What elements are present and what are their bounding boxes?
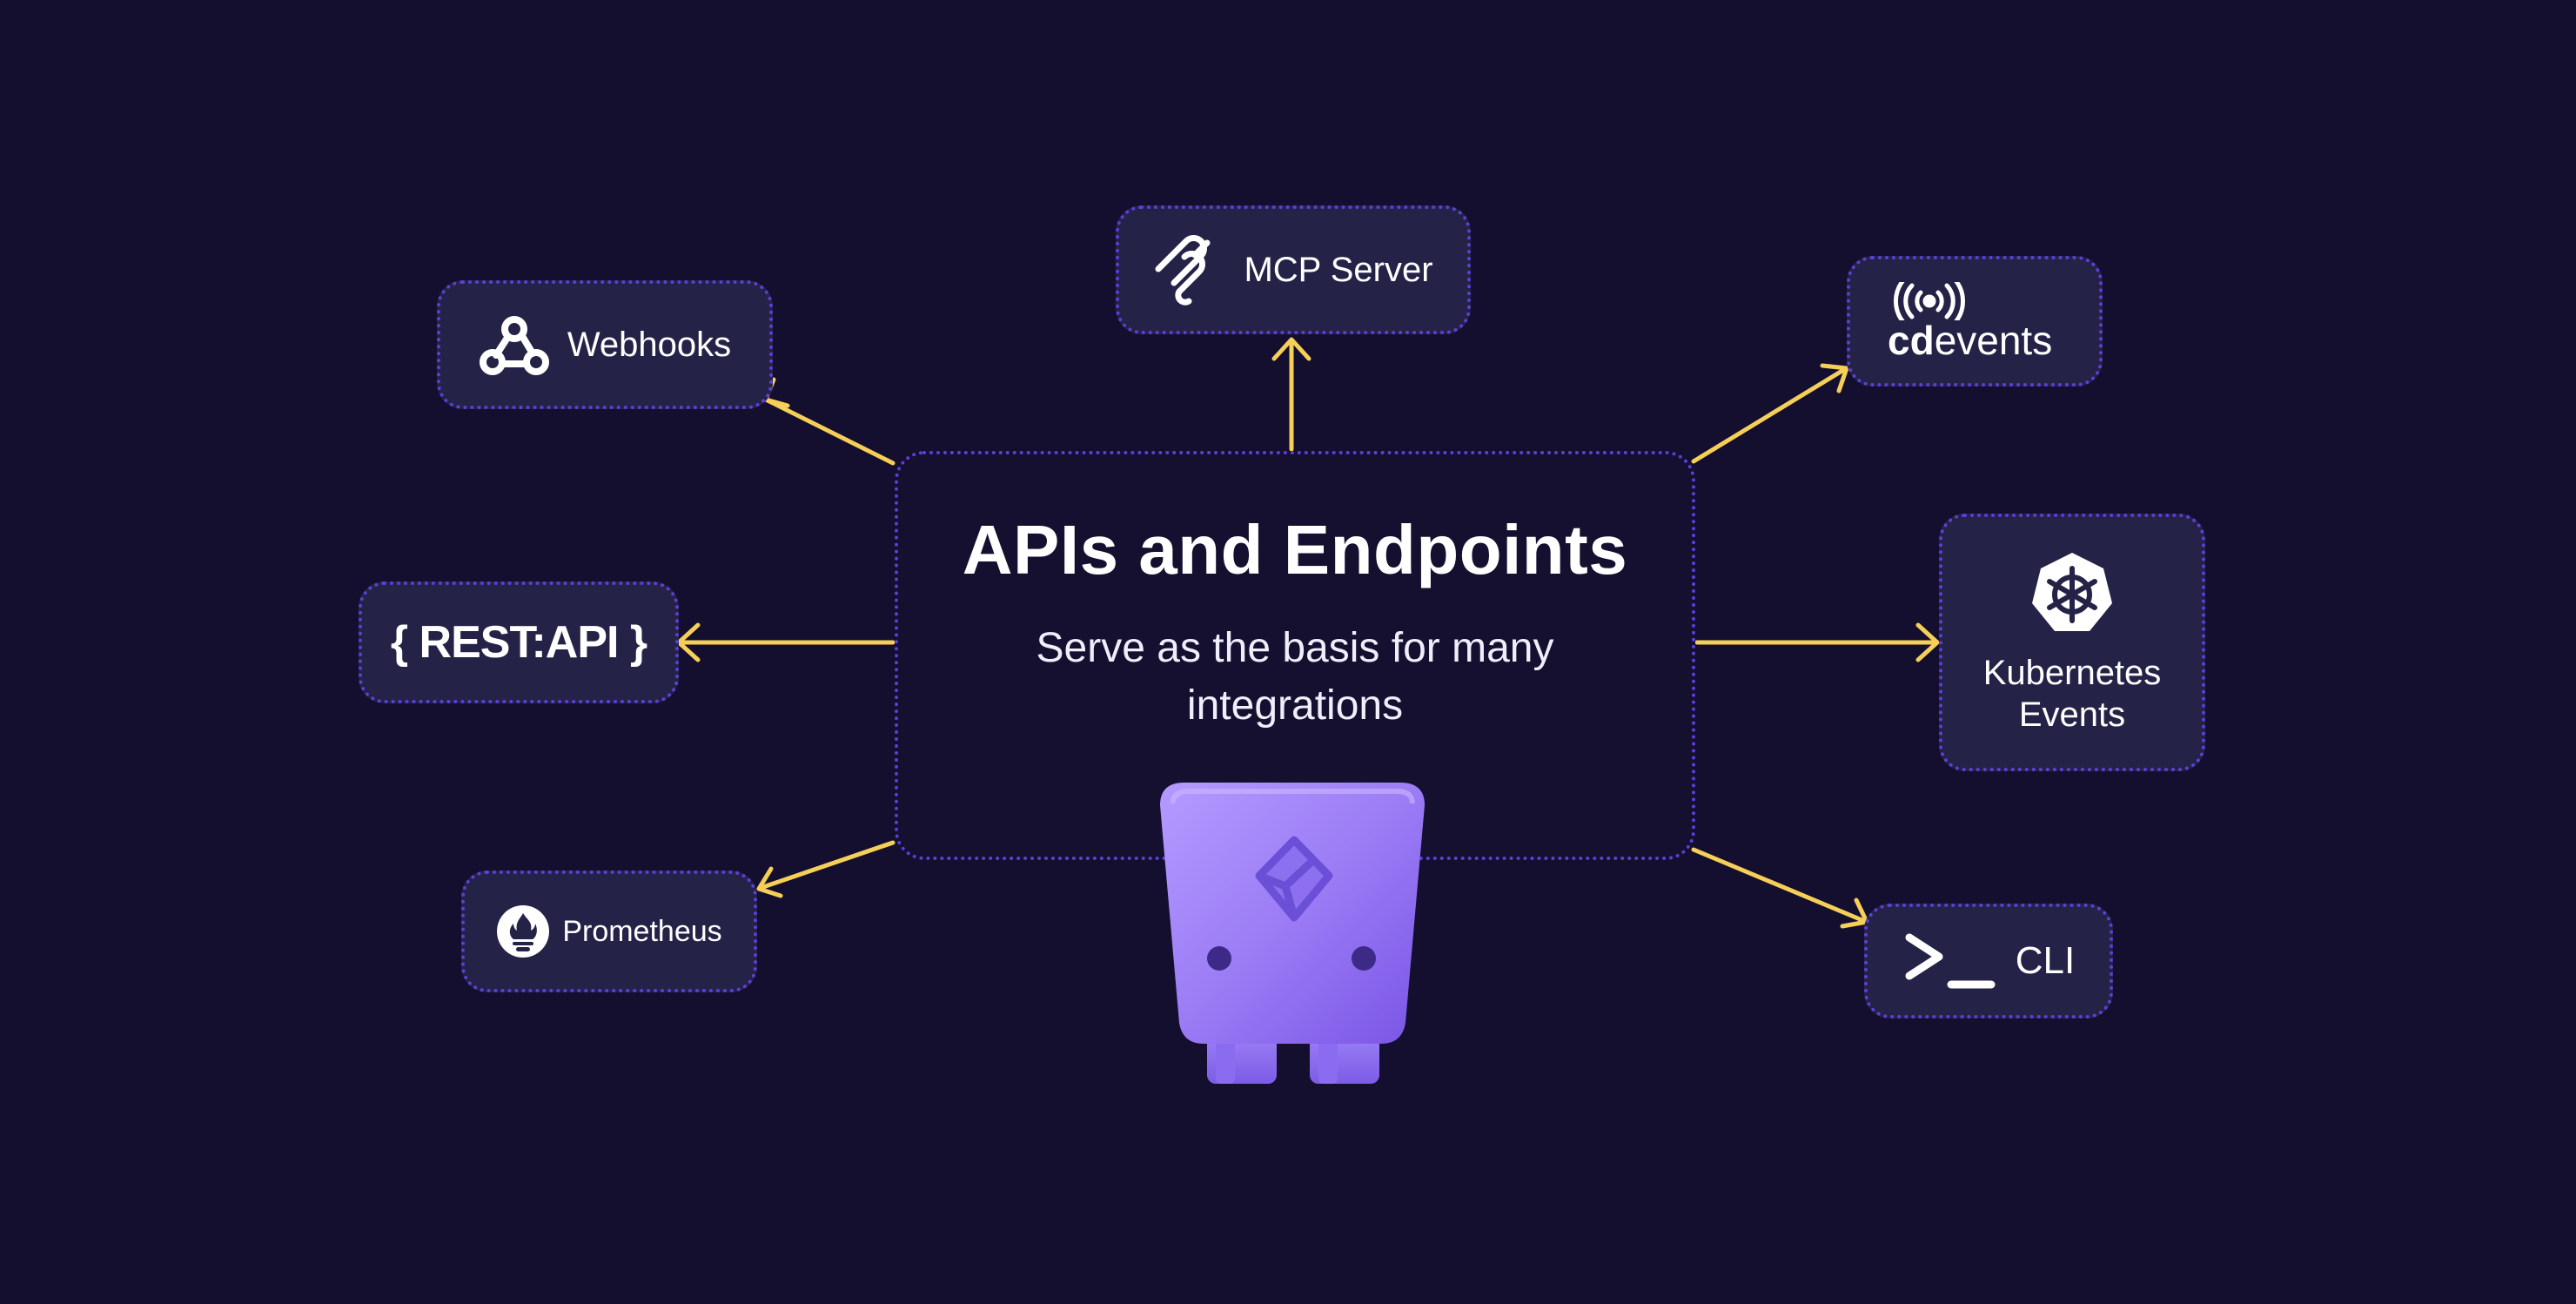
arrow-to-cli — [1691, 847, 1867, 924]
kubernetes-label-line1: Kubernetes — [1982, 654, 2162, 692]
rest-api-label: { REST:API } — [390, 617, 647, 668]
cdevents-node: cdevents — [1847, 256, 2103, 386]
prometheus-node: Prometheus — [461, 870, 757, 992]
broadcast-icon — [1888, 282, 1971, 320]
terminal-prompt-icon — [1902, 931, 1996, 991]
hub-box: APIs and Endpoints Serve as the basis fo… — [895, 451, 1695, 860]
arrow-to-cdevents — [1691, 366, 1848, 464]
arrow-to-prometheus — [758, 840, 896, 891]
mcp-server-node: MCP Server — [1116, 205, 1471, 334]
arrow-to-webhooks — [765, 398, 896, 466]
kubernetes-events-node: Kubernetes Events — [1939, 514, 2205, 771]
webhooks-node: Webhooks — [437, 280, 773, 409]
webhooks-label: Webhooks — [567, 325, 732, 364]
mcp-icon — [1153, 231, 1224, 309]
mcp-label: MCP Server — [1244, 250, 1433, 289]
cdevents-label: events — [1934, 318, 2053, 363]
webhooks-icon — [479, 312, 550, 378]
robot-mascot-illustration — [1136, 779, 1449, 1101]
cli-node: CLI — [1864, 904, 2113, 1018]
cdevents-prefix: cd — [1888, 318, 1935, 363]
cli-label: CLI — [2015, 939, 2076, 982]
kubernetes-label-line2: Events — [2018, 696, 2126, 734]
prometheus-label: Prometheus — [562, 914, 722, 948]
prometheus-flame-icon — [496, 904, 550, 958]
hub-title: APIs and Endpoints — [962, 511, 1628, 588]
hub-subtitle: Serve as the basis for many integrations — [1036, 625, 1554, 729]
rest-api-node: { REST:API } — [359, 581, 679, 703]
kubernetes-helm-icon — [2029, 549, 2116, 636]
